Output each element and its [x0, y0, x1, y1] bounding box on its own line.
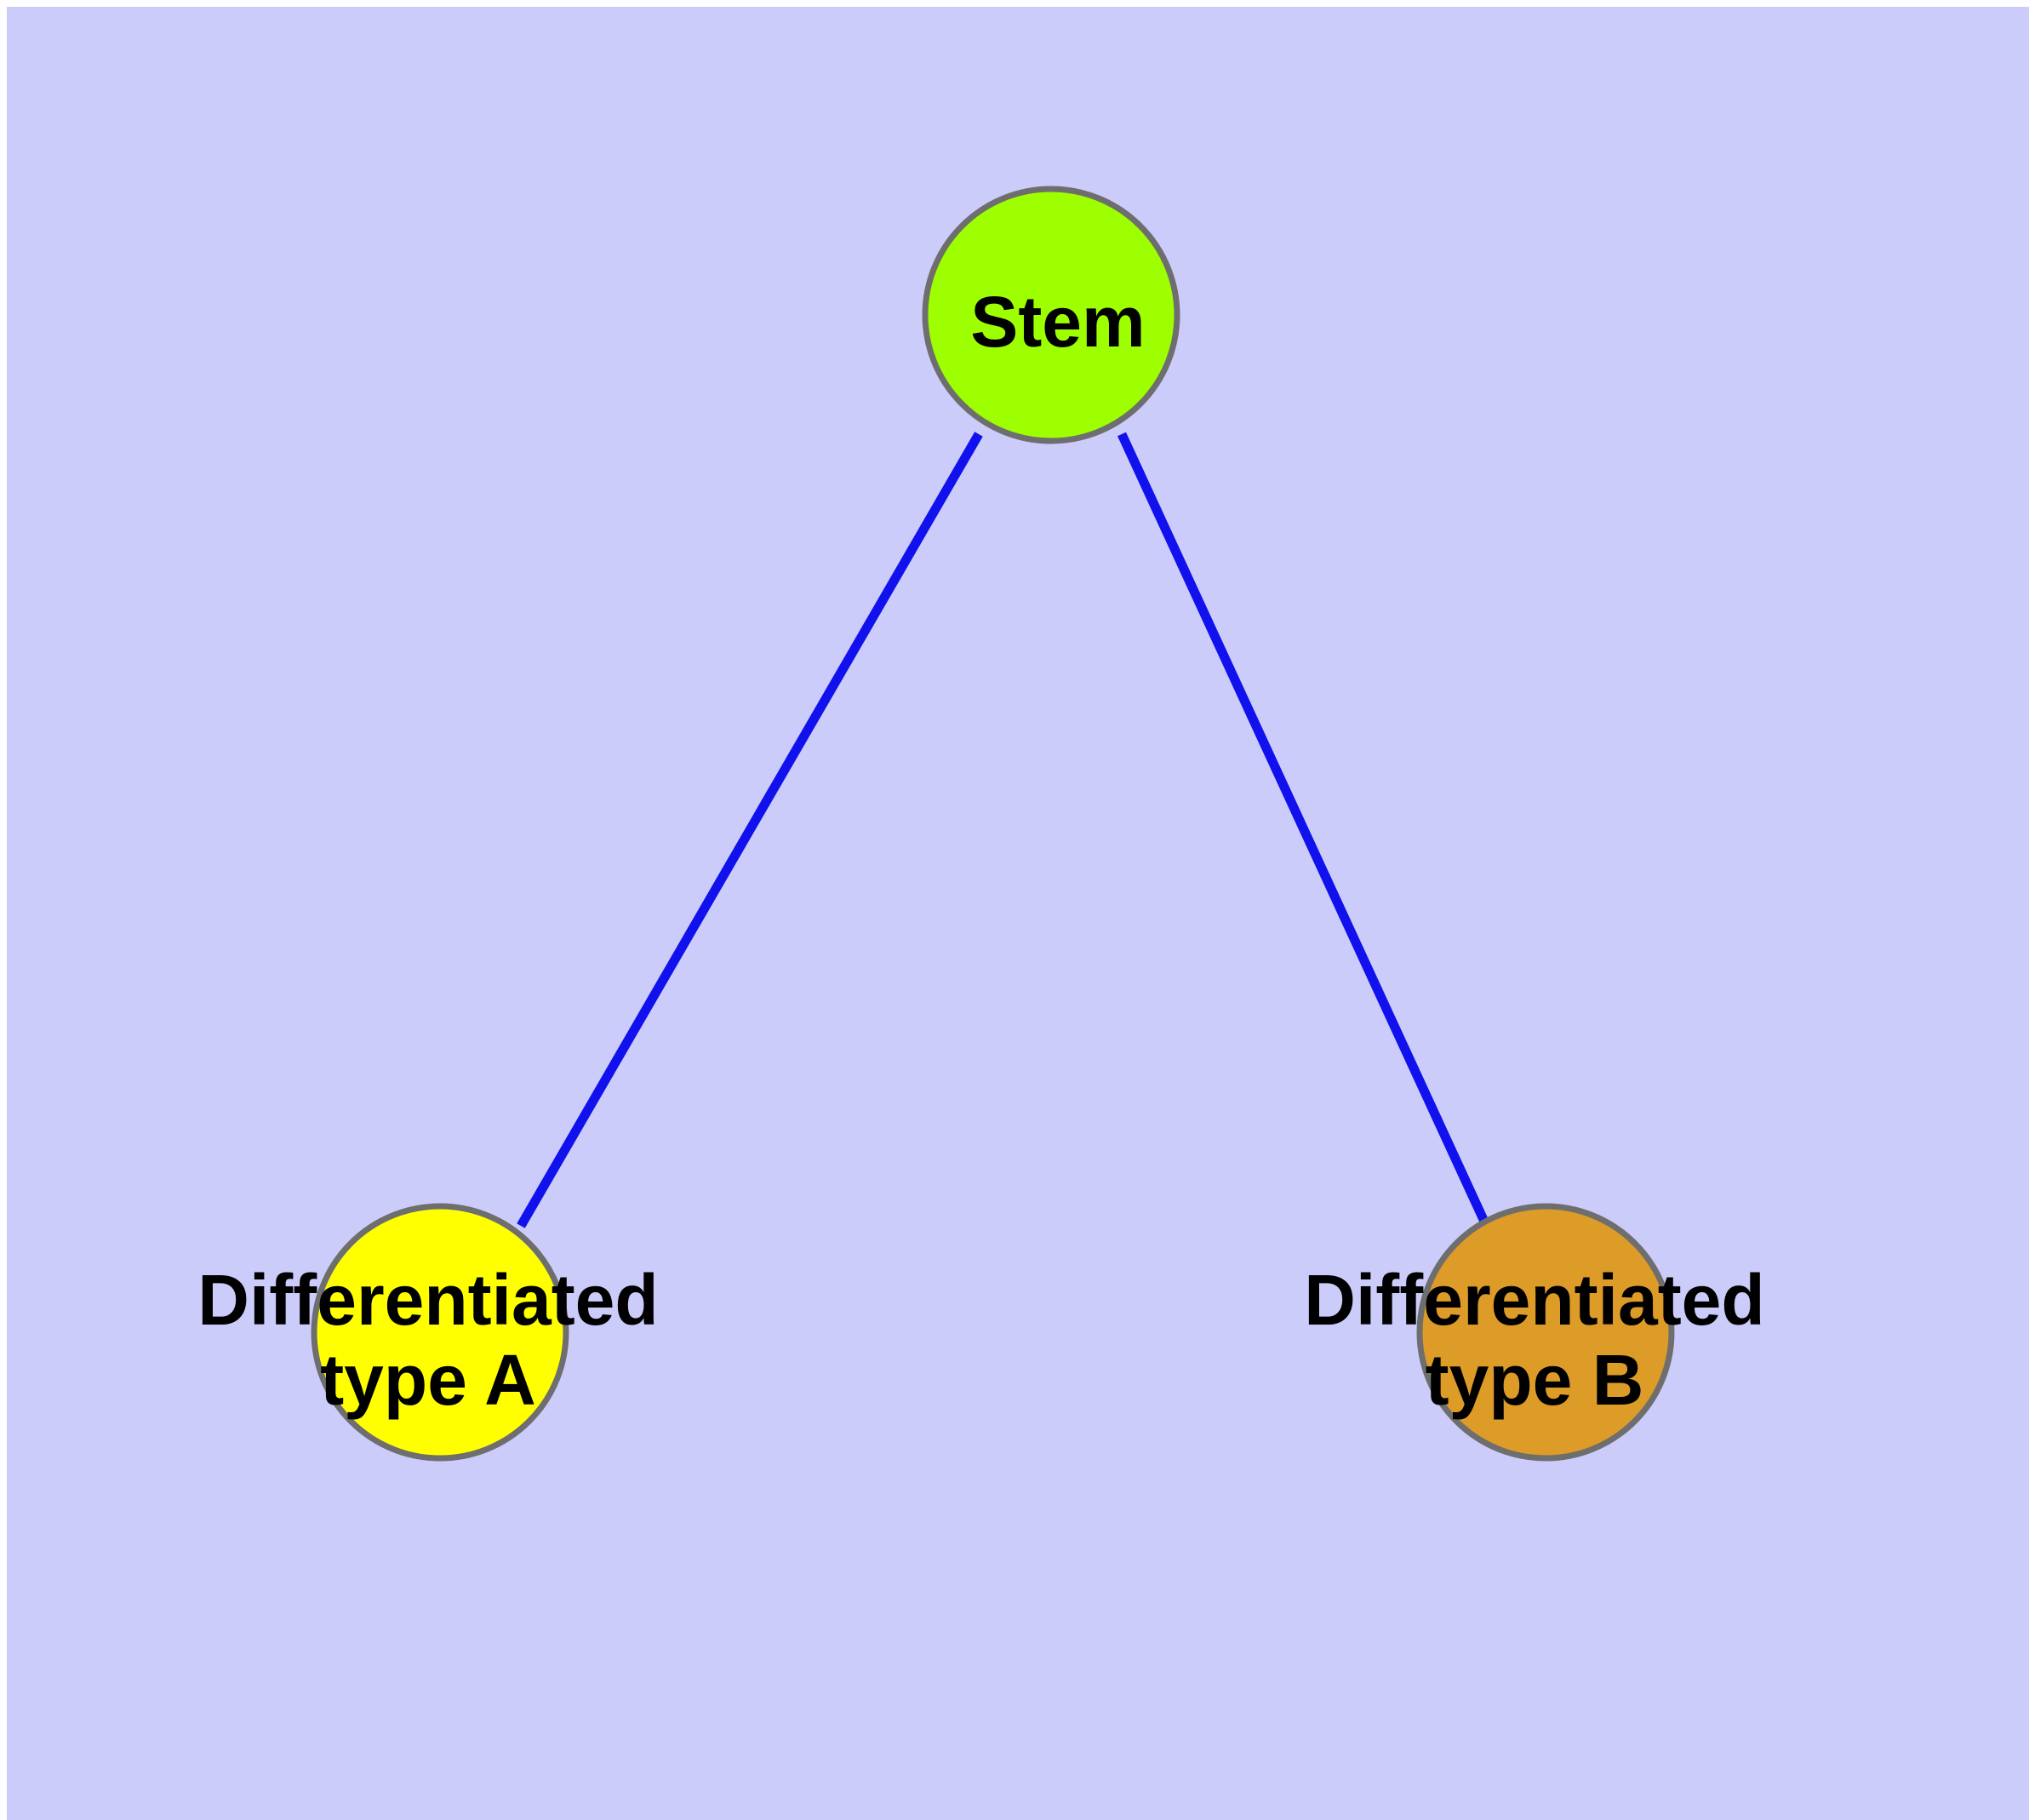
- edge-stem-to-differentiated-type-b[interactable]: [1117, 432, 1489, 1226]
- node-layer: [311, 186, 1675, 1462]
- edge-layer: [517, 432, 1489, 1228]
- graph-svg: [311, 186, 1675, 1462]
- node-circle-stem[interactable]: [922, 186, 1180, 444]
- node-circle-differentiated-type-b[interactable]: [1416, 1203, 1675, 1462]
- edge-stem-to-differentiated-type-a[interactable]: [517, 432, 983, 1228]
- node-circle-differentiated-type-a[interactable]: [311, 1203, 569, 1462]
